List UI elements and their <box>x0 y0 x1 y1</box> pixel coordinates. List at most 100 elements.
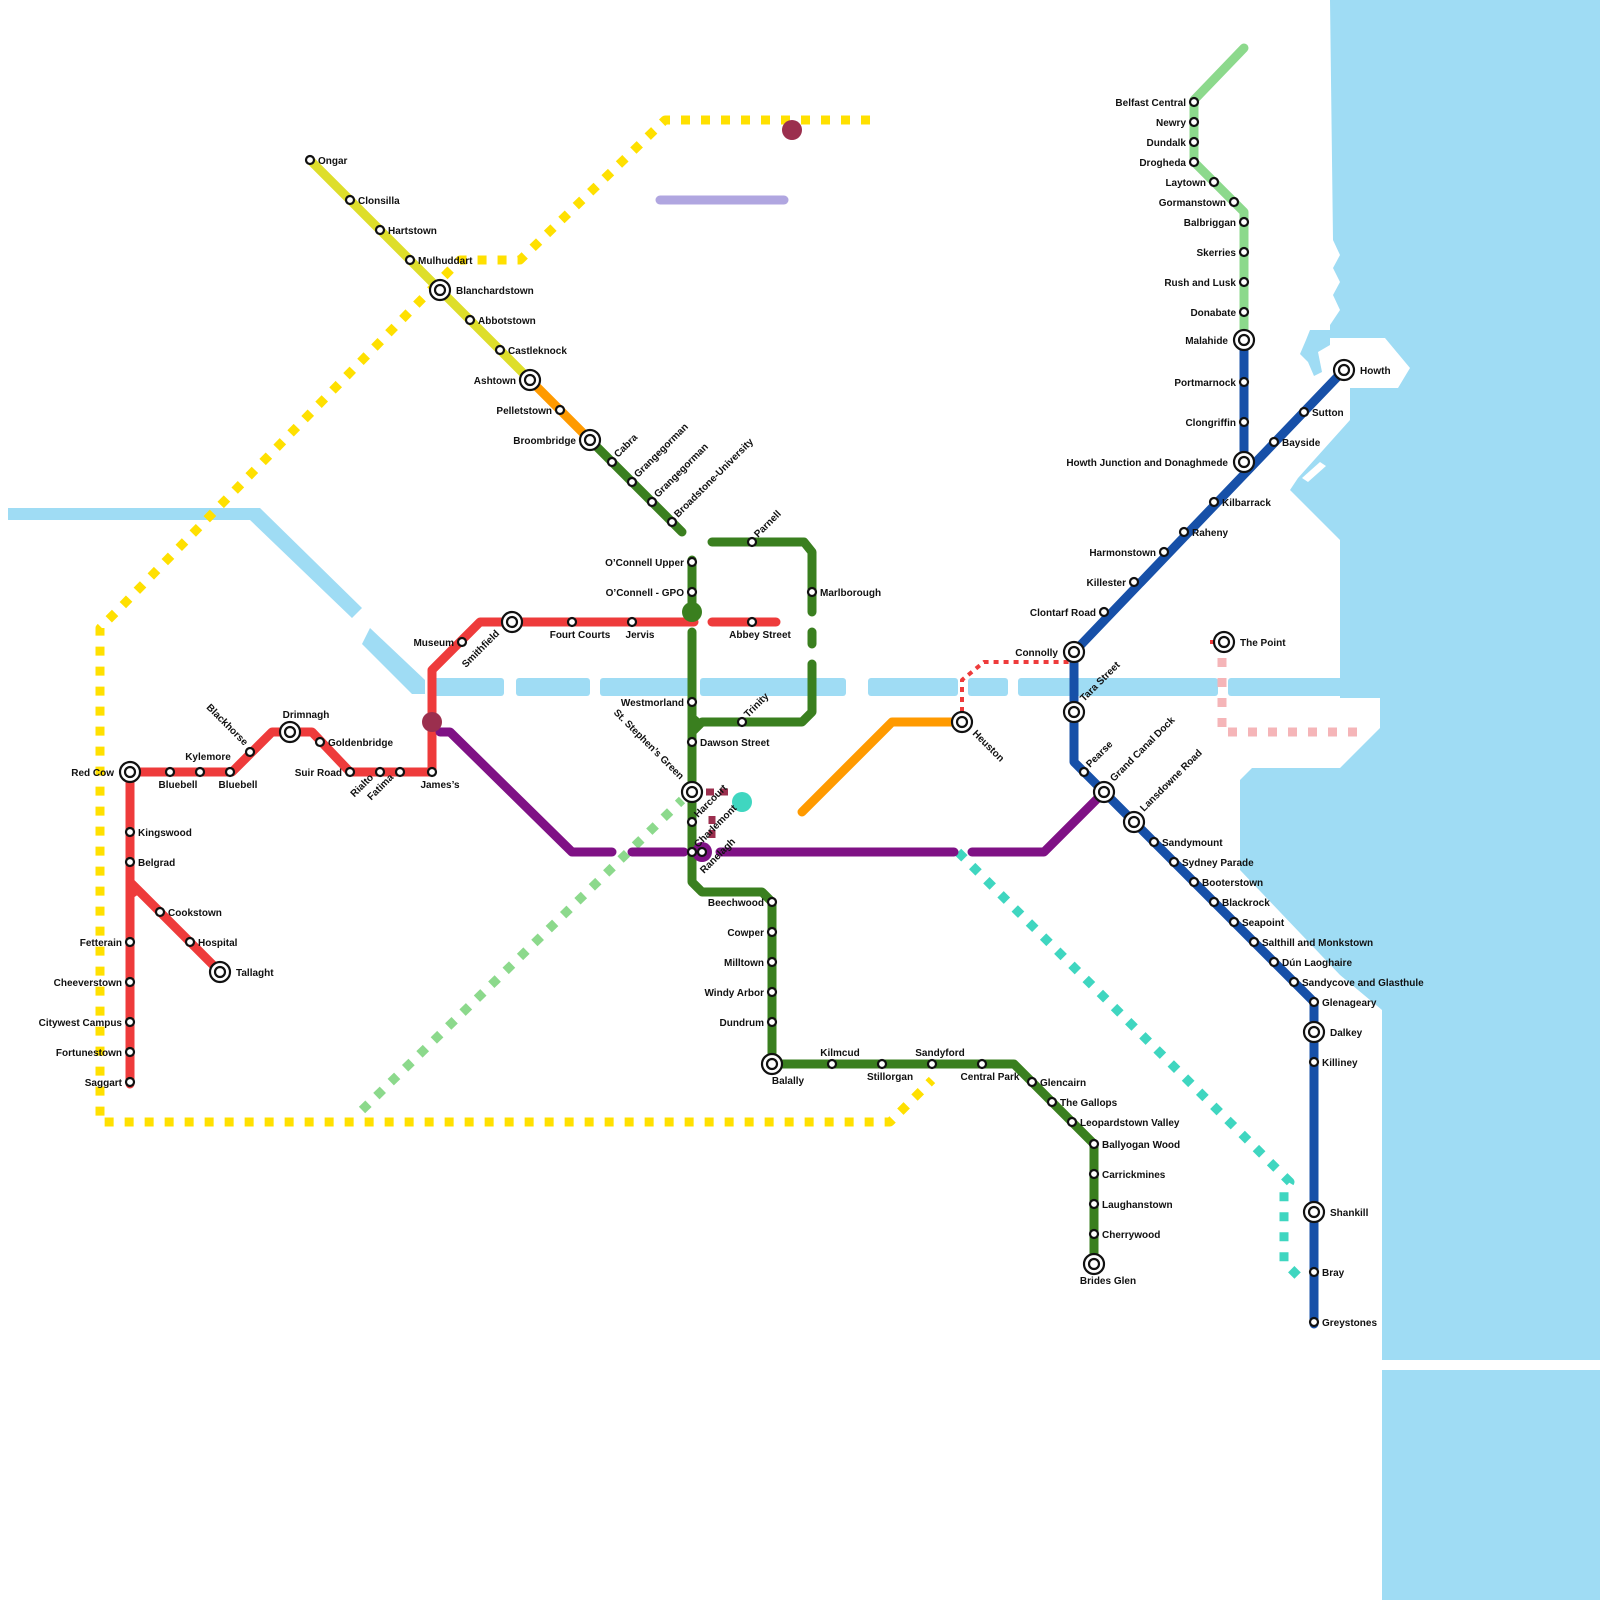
station-smithfield <box>500 610 524 634</box>
station-label-marlborough: Marlborough <box>820 588 881 599</box>
station-marker <box>626 616 638 628</box>
station-marker <box>1308 1316 1320 1328</box>
station-malahide <box>1232 328 1256 352</box>
station-label-cookstown: Cookstown <box>168 908 222 919</box>
station-trinity <box>736 716 748 728</box>
station-marker <box>124 936 136 948</box>
station-drogheda <box>1188 156 1200 168</box>
station-sydney-parade <box>1168 856 1180 868</box>
station-label-sandycove: Sandycove and Glasthule <box>1302 978 1424 989</box>
station-marker <box>1268 436 1280 448</box>
station-label-skerries: Skerries <box>1197 248 1237 259</box>
station-label-jamess: James’s <box>420 780 460 791</box>
station-marker <box>1238 246 1250 258</box>
station-label-cabra: Cabra <box>612 432 640 460</box>
station-marker <box>1238 216 1250 228</box>
station-cheeverstown <box>124 976 136 988</box>
station-label-drogheda: Drogheda <box>1139 158 1186 169</box>
station-marker <box>876 1058 888 1070</box>
station-marker <box>1308 1266 1320 1278</box>
red-line-tallaght <box>125 877 227 979</box>
stations-layer <box>118 96 1356 1328</box>
station-label-leopardstown-valley: Leopardstown Valley <box>1080 1118 1180 1129</box>
river-seg-1 <box>430 678 504 696</box>
maroon-dot-jamess <box>422 712 442 732</box>
station-label-killiney: Killiney <box>1322 1058 1358 1069</box>
station-balally <box>760 1052 784 1076</box>
station-marker <box>344 766 356 778</box>
station-label-clonsilla: Clonsilla <box>358 196 400 207</box>
station-parnell <box>746 536 758 548</box>
station-label-cherrywood: Cherrywood <box>1102 1230 1160 1241</box>
station-marker <box>1088 1168 1100 1180</box>
station-label-abbotstown: Abbotstown <box>478 316 536 327</box>
station-greystones <box>1308 1316 1320 1328</box>
blue-line-main <box>1069 365 1349 1329</box>
station-gormanstown <box>1228 196 1240 208</box>
station-label-malahide: Malahide <box>1185 336 1228 347</box>
station-label-hospital: Hospital <box>198 938 238 949</box>
station-marker <box>686 846 698 858</box>
station-label-sandyford: Sandyford <box>915 1048 964 1059</box>
station-label-red-cow: Red Cow <box>71 768 114 779</box>
station-laytown <box>1208 176 1220 188</box>
station-marker <box>926 1058 938 1070</box>
station-marker <box>1178 526 1190 538</box>
station-label-howth-junction: Howth Junction and Donaghmede <box>1066 458 1228 469</box>
station-marker <box>1128 576 1140 588</box>
station-label-newry: Newry <box>1156 118 1186 129</box>
station-marker <box>1088 1228 1100 1240</box>
station-label-rush-lusk: Rush and Lusk <box>1164 278 1236 289</box>
station-label-salthill: Salthill and Monkstown <box>1262 938 1373 949</box>
station-grangegorman1 <box>626 476 638 488</box>
station-label-ongar: Ongar <box>318 156 348 167</box>
station-label-pelletstown: Pelletstown <box>496 406 552 417</box>
red-dotted-line <box>960 660 1072 712</box>
station-label-raheny: Raheny <box>1192 528 1229 539</box>
station-label-dalkey: Dalkey <box>1330 1028 1363 1039</box>
station-marker <box>1188 136 1200 148</box>
station-killiney <box>1308 1056 1320 1068</box>
station-cherrywood <box>1088 1228 1100 1240</box>
station-marker <box>1238 416 1250 428</box>
red-junction-wedge <box>130 880 142 900</box>
station-howth-junction <box>1232 450 1256 474</box>
station-label-balally: Balally <box>772 1076 805 1087</box>
station-clontarf-road <box>1098 606 1110 618</box>
green-interchange-dot <box>682 602 702 622</box>
pink-dotted-line <box>1217 658 1360 737</box>
station-oconnell-gpo <box>686 586 698 598</box>
station-blackhorse <box>244 746 256 758</box>
station-label-harmonstown: Harmonstown <box>1089 548 1156 559</box>
station-marker <box>646 496 658 508</box>
station-marker <box>1238 306 1250 318</box>
station-label-dundalk: Dundalk <box>1147 138 1187 149</box>
station-label-ashtown: Ashtown <box>474 376 516 387</box>
station-label-stillorgan: Stillorgan <box>867 1072 913 1083</box>
station-label-blackrock: Blackrock <box>1222 898 1270 909</box>
station-label-fortunestown: Fortunestown <box>56 1048 122 1059</box>
station-seapoint <box>1228 916 1240 928</box>
interchange-marker-inner <box>433 283 447 297</box>
station-label-bray: Bray <box>1322 1268 1345 1279</box>
station-marker <box>766 956 778 968</box>
green-junction-wedge <box>692 712 706 736</box>
station-marker <box>1098 606 1110 618</box>
station-label-jervis: Jervis <box>626 630 655 641</box>
station-lansdowne-road <box>1122 810 1146 834</box>
orange-line-south <box>797 717 967 817</box>
station-label-saggart: Saggart <box>85 1078 123 1089</box>
station-marker <box>194 766 206 778</box>
station-marker <box>124 1076 136 1088</box>
harbour-inlet <box>1300 330 1330 376</box>
yellow-dotted-line <box>95 115 936 1127</box>
station-label-tallaght: Tallaght <box>236 968 274 979</box>
station-harcourt <box>686 816 698 828</box>
station-clonsilla <box>344 194 356 206</box>
station-marker <box>746 616 758 628</box>
station-marker <box>806 586 818 598</box>
station-fatima <box>394 766 406 778</box>
station-label-central-park: Central Park <box>961 1072 1020 1083</box>
station-label-howth: Howth <box>1360 366 1391 377</box>
